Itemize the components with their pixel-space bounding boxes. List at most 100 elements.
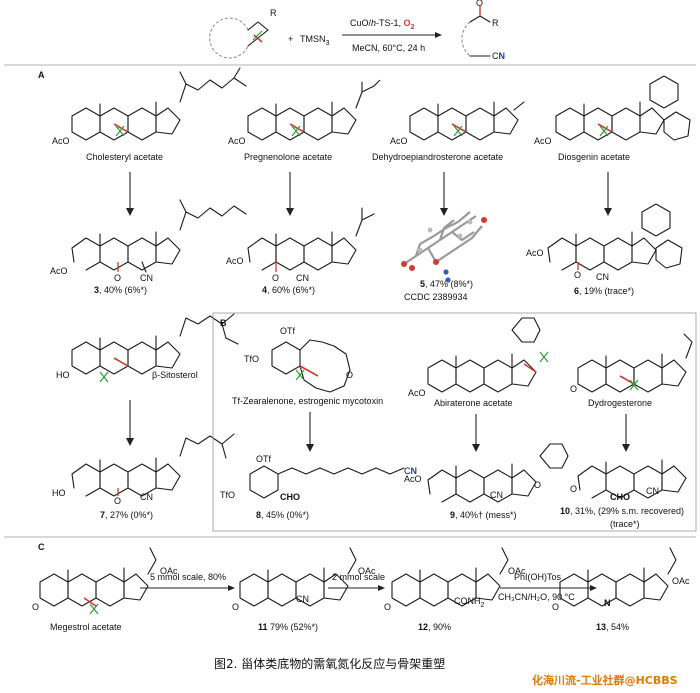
product-11-o: O — [232, 602, 239, 612]
product-6-label: 6, 19% (trace*) — [574, 286, 634, 296]
dydrogesterone-o: O — [570, 384, 577, 394]
dhea-acetate: AcO Dehydroepiandrosterone acetate — [372, 101, 525, 162]
zearalenone-otf: OTf — [280, 326, 295, 336]
pregnenolone-aco: AcO — [228, 136, 246, 146]
product-3-aco: AcO — [50, 266, 68, 276]
product-7-ho: HO — [52, 488, 66, 498]
product-5-crystal-structure: 5, 47% (8%*) CCDC 2389934 — [401, 211, 487, 302]
product-13: OAc O N 13, 54% — [552, 547, 690, 632]
product-10-o: O — [570, 484, 577, 494]
product-12-label: 12, 90% — [418, 622, 451, 632]
dydrogesterone-name: Dydrogesterone — [588, 398, 652, 408]
diosgenin-aco: AcO — [534, 136, 552, 146]
product-4-cn: CN — [296, 273, 309, 283]
product-13-oac: OAc — [672, 576, 690, 586]
figure-caption: 图2. 甾体类底物的需氧氮化反应与骨架重塑 — [214, 656, 445, 671]
cholesteryl-aco: AcO — [52, 136, 70, 146]
product-3: O CN AcO 3, 40% (6%*) — [50, 199, 247, 295]
product-12-o: O — [384, 602, 391, 612]
diosgenin-acetate: AcO Diosgenin acetate — [534, 75, 691, 162]
conditions-top: CuO/h-TS-1, O2 — [350, 18, 415, 31]
plus-sign: + — [288, 34, 293, 44]
dydrogesterone: O Dydrogesterone — [570, 333, 693, 452]
product-9-cn: CN — [490, 490, 503, 500]
conditions-bottom: MeCN, 60°C, 24 h — [352, 43, 425, 53]
reagent-tmsn3: TMSN3 — [300, 34, 330, 47]
product-6: O CN AcO 6, 19% (trace*) — [526, 203, 683, 296]
step3-reagent: PhI(OH)Tos — [514, 572, 562, 582]
dhea-name: Dehydroepiandrosterone acetate — [372, 152, 503, 162]
product-11-cn: CN — [296, 594, 309, 604]
zearalenone-ketone-o: O — [346, 370, 353, 380]
product-8-label: 8, 45% (0%*) — [256, 510, 309, 520]
product-cn: CN — [492, 51, 505, 61]
panel-a-label: A — [38, 70, 45, 80]
product-6-cn: CN — [596, 272, 609, 282]
watermark: 化海川流-工业社群@HCBBS — [532, 673, 678, 687]
zearalenone-tfo: TfO — [244, 354, 259, 364]
product-10: O CHO CN 10, 31%, (29% s.m. recovered) (… — [560, 459, 687, 529]
substrate-r: R — [270, 8, 277, 18]
product-9-aco: AcO — [404, 474, 422, 484]
cholesteryl-name: Cholesteryl acetate — [86, 152, 163, 162]
abiraterone-name: Abiraterone acetate — [434, 398, 513, 408]
product-8-cho: CHO — [280, 492, 300, 502]
product-13-label: 13, 54% — [596, 622, 629, 632]
product-4: O CN AcO 4, 60% (6%*) — [226, 207, 375, 295]
panel-b-label: B — [220, 318, 227, 328]
product-6-aco: AcO — [526, 248, 544, 258]
product-12: OAc O CONH2 12, 90% — [384, 547, 526, 632]
product-o: O — [476, 0, 483, 8]
step2-conditions: 2 mmol scale — [332, 572, 385, 582]
product-8-cn: CN — [404, 466, 417, 476]
sitosterol-ho: HO — [56, 370, 70, 380]
product-11: OAc O CN 11 79% (52%*) — [232, 547, 376, 632]
product-4-aco: AcO — [226, 256, 244, 266]
product-4-o: O — [272, 273, 279, 283]
product-3-cn: CN — [140, 273, 153, 283]
product-10-cn: CN — [646, 486, 659, 496]
panel-b-frame — [212, 312, 697, 532]
product-10-trace: (trace*) — [610, 519, 640, 529]
product-7-label: 7, 27% (0%*) — [100, 510, 153, 520]
product-13-o: O — [552, 602, 559, 612]
ccdc-number: CCDC 2389934 — [404, 292, 468, 302]
product-9-label: 9, 40%† (mess*) — [450, 510, 517, 520]
pregnenolone-acetate: AcO Pregnenolone acetate — [228, 79, 381, 162]
product-4-label: 4, 60% (6%*) — [262, 285, 315, 295]
diosgenin-name: Diosgenin acetate — [558, 152, 630, 162]
product-8-otf: OTf — [256, 454, 271, 464]
product-9-o: O — [534, 480, 541, 490]
panel-a-arrows — [126, 172, 612, 216]
megestrol-name: Megestrol acetate — [50, 622, 122, 632]
tf-zearalenone: OTf TfO O Tf-Zearalenone, estrogenic myc… — [232, 326, 383, 452]
product-6-o: O — [574, 270, 581, 280]
megestrol-oac: OAc — [160, 566, 178, 576]
product-5-label: 5, 47% (8%*) — [420, 279, 473, 289]
product-8-tfo: TfO — [220, 490, 235, 500]
pregnenolone-name: Pregnenolone acetate — [244, 152, 332, 162]
abiraterone-acetate: AcO Abiraterone acetate — [408, 317, 549, 452]
product-12-oac: OAc — [508, 566, 526, 576]
product-13-n: N — [604, 598, 611, 608]
product-11-oac: OAc — [358, 566, 376, 576]
product-11-label: 11 79% (52%*) — [258, 622, 318, 632]
product-7-o: O — [114, 496, 121, 506]
megestrol-o: O — [32, 602, 39, 612]
product-7: O CN HO 7, 27% (0%*) — [52, 433, 235, 520]
product-3-o: O — [114, 273, 121, 283]
product-8: OTf TfO CHO CN 8, 45% (0%*) — [220, 454, 417, 520]
product-10-cho: CHO — [610, 492, 630, 502]
beta-sitosterol: HO β-Sitosterol — [56, 313, 239, 446]
zearalenone-name: Tf-Zearalenone, estrogenic mycotoxin — [232, 396, 383, 406]
product-10-label: 10, 31%, (29% s.m. recovered) — [560, 506, 684, 516]
product-7-cn: CN — [140, 492, 153, 502]
product-9: AcO CN O 9, 40%† (mess*) — [404, 443, 569, 520]
step1-conditions: 5 mmol scale, 80% — [150, 572, 226, 582]
abiraterone-aco: AcO — [408, 388, 426, 398]
product-r: R — [492, 18, 499, 28]
megestrol-acetate: OAc O Megestrol acetate — [32, 547, 178, 632]
product-3-label: 3, 40% (6%*) — [94, 285, 147, 295]
